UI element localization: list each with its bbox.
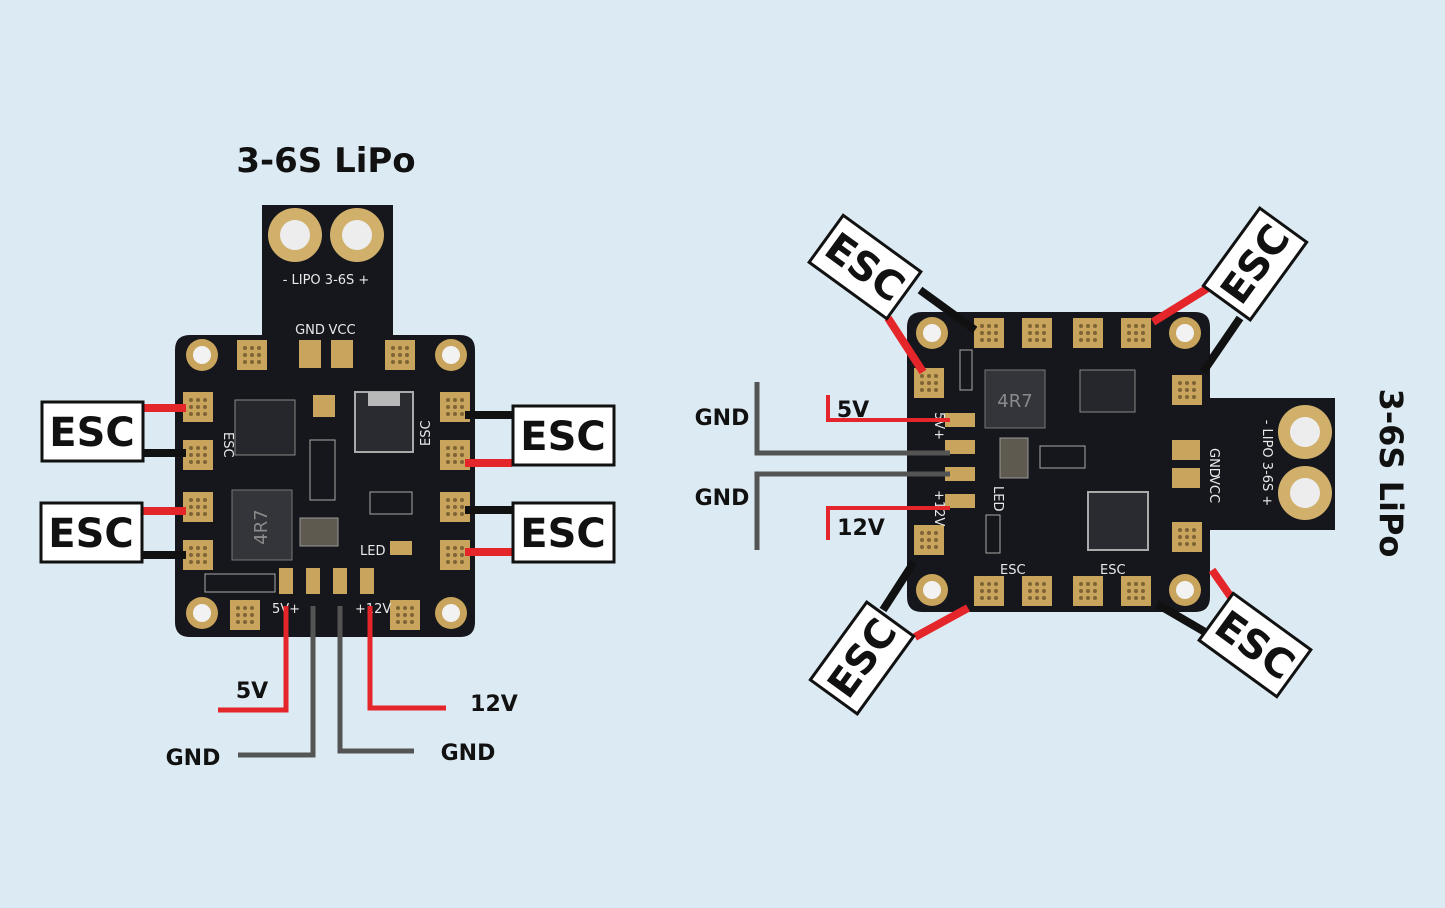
left-mount-hole-tl xyxy=(186,339,218,371)
right-components: 4R7 LED ESC ESC xyxy=(959,349,1149,578)
left-label-gnd-2: GND xyxy=(441,741,496,766)
right-label-gnd-1: GND xyxy=(695,406,750,431)
left-silk-esc-l: ESC xyxy=(220,432,235,458)
esc-label: ESC xyxy=(520,414,606,460)
left-silk-gnd: GND xyxy=(295,323,325,338)
right-inductor-label: 4R7 xyxy=(997,391,1032,412)
left-mount-hole-bl xyxy=(186,597,218,629)
left-label-12v: 12V xyxy=(470,692,518,717)
left-silk-lipo: - LIPO 3-6S + xyxy=(283,273,370,288)
right-title: 3-6S LiPo xyxy=(1372,389,1410,558)
right-mount-hole-tr xyxy=(1169,317,1201,349)
right-gnd-pad xyxy=(1172,440,1200,460)
left-board-group: 3-6S LiPo - LIPO 3-6S + GND VCC xyxy=(39,141,616,771)
right-esc-box-bl: ESC xyxy=(808,600,916,716)
left-label-5v: 5V xyxy=(236,679,268,704)
left-esc-box-4: ESC xyxy=(511,501,616,564)
left-output-pads xyxy=(279,568,374,594)
right-output-wires xyxy=(754,382,950,550)
left-output-wires xyxy=(218,606,446,758)
left-silk-12v: +12V xyxy=(355,602,391,617)
left-silk-esc-r: ESC xyxy=(419,420,434,446)
right-label-5v: 5V xyxy=(837,398,869,423)
right-esc-box-tl: ESC xyxy=(807,213,923,321)
left-silk-led: LED xyxy=(360,544,385,559)
right-mount-hole-tl xyxy=(916,317,948,349)
left-esc-box-1: ESC xyxy=(40,400,145,463)
left-esc-box-2: ESC xyxy=(39,501,144,564)
right-silk-gnd: GND xyxy=(1206,448,1221,478)
right-board-group: - LIPO 3-6S + GND VCC 3-6S LiPo 4R7 xyxy=(695,206,1410,716)
right-esc-box-tr: ESC xyxy=(1201,206,1309,322)
right-mount-hole-br xyxy=(1169,574,1201,606)
left-esc-box-3: ESC xyxy=(511,404,616,467)
left-battery-pads xyxy=(268,208,384,262)
left-title: 3-6S LiPo xyxy=(236,141,415,181)
left-inductor-label: 4R7 xyxy=(251,509,272,544)
left-silk-vcc: VCC xyxy=(328,323,355,338)
esc-label: ESC xyxy=(48,511,134,557)
left-gnd-pad xyxy=(299,340,321,368)
left-label-gnd-1: GND xyxy=(166,746,221,771)
left-mount-hole-br xyxy=(435,597,467,629)
left-esc-wires xyxy=(143,404,512,559)
esc-label: ESC xyxy=(49,410,135,456)
right-mount-hole-bl xyxy=(916,574,948,606)
right-esc-box-br: ESC xyxy=(1197,591,1313,699)
left-mount-hole-tr xyxy=(435,339,467,371)
left-vcc-pad xyxy=(331,340,353,368)
right-silk-lipo: - LIPO 3-6S + xyxy=(1259,420,1274,507)
right-silk-esc-b2: ESC xyxy=(1100,563,1126,578)
right-label-12v: 12V xyxy=(837,516,885,541)
right-silk-led: LED xyxy=(990,486,1005,511)
right-silk-esc-b1: ESC xyxy=(1000,563,1026,578)
right-vcc-pad xyxy=(1172,468,1200,488)
esc-label: ESC xyxy=(520,511,606,557)
left-components: 4R7 LED xyxy=(204,391,414,593)
right-silk-vcc: VCC xyxy=(1206,476,1221,503)
right-label-gnd-2: GND xyxy=(695,486,750,511)
right-output-pads xyxy=(945,413,975,508)
right-battery-pads xyxy=(1278,405,1332,520)
right-silk-5v: 5V+ xyxy=(931,412,946,440)
